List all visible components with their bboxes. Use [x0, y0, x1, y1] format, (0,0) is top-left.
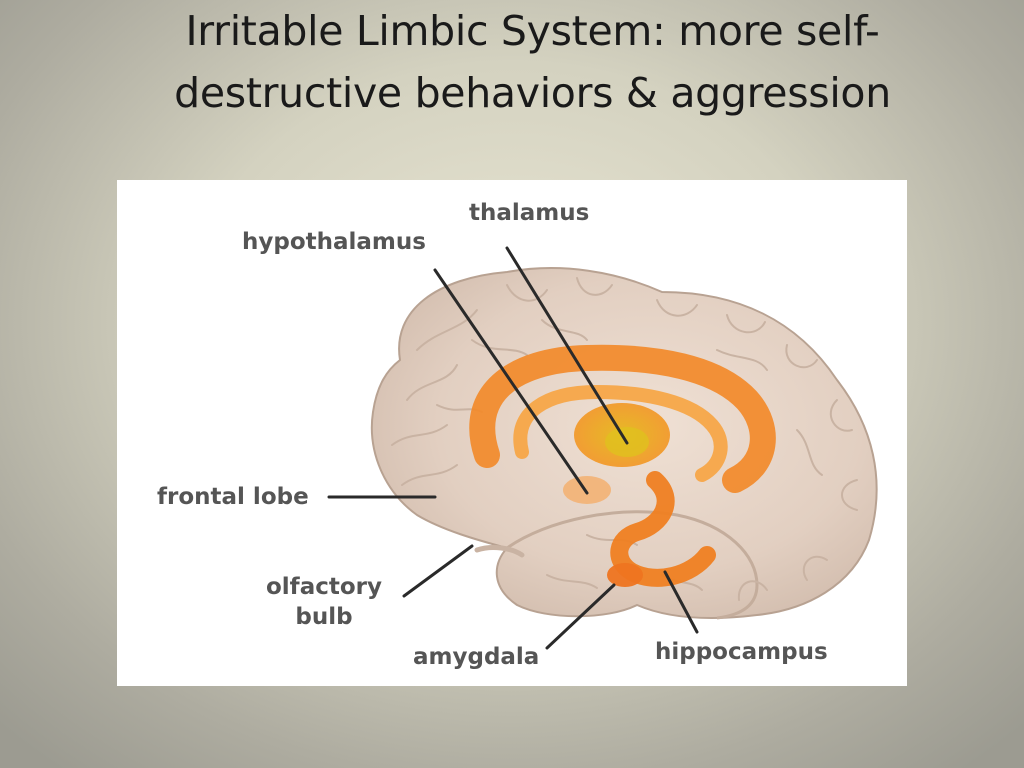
- label-hypothalamus: hypothalamus: [242, 229, 426, 255]
- amygdala-leader: [545, 583, 616, 650]
- label-thalamus: thalamus: [469, 200, 590, 226]
- hypothalamus-structure: [563, 476, 611, 504]
- amygdala-structure: [607, 563, 643, 587]
- thalamus-leader: [505, 246, 629, 445]
- label-olfactory-line-2: bulb: [295, 604, 353, 630]
- hippocampus-structure: [610, 471, 716, 587]
- slide-title: Irritable Limbic System: more self- dest…: [120, 0, 945, 124]
- title-line-2: destructive behaviors & aggression: [174, 69, 891, 117]
- temporal-lobe-contour: [506, 510, 759, 620]
- olfactory-bulb-leader: [402, 544, 474, 598]
- cingulate-gyrus: [469, 344, 776, 493]
- leader-lines: [327, 246, 699, 650]
- brain-diagram: thalamus hypothalamus frontal lobe olfac…: [117, 180, 907, 686]
- fornix: [513, 384, 728, 482]
- hypothalamus-leader: [433, 268, 589, 495]
- label-olfactory-line-1: olfactory: [266, 574, 382, 600]
- label-olfactory-bulb: olfactory bulb: [259, 572, 389, 632]
- label-amygdala: amygdala: [413, 644, 540, 670]
- title-line-1: Irritable Limbic System: more self-: [185, 7, 880, 55]
- brain-illustration: [327, 246, 878, 650]
- label-hippocampus: hippocampus: [655, 639, 828, 665]
- olfactory-bulb-structure: [474, 545, 525, 558]
- label-frontal-lobe: frontal lobe: [157, 484, 309, 510]
- hippocampus-leader: [663, 570, 699, 634]
